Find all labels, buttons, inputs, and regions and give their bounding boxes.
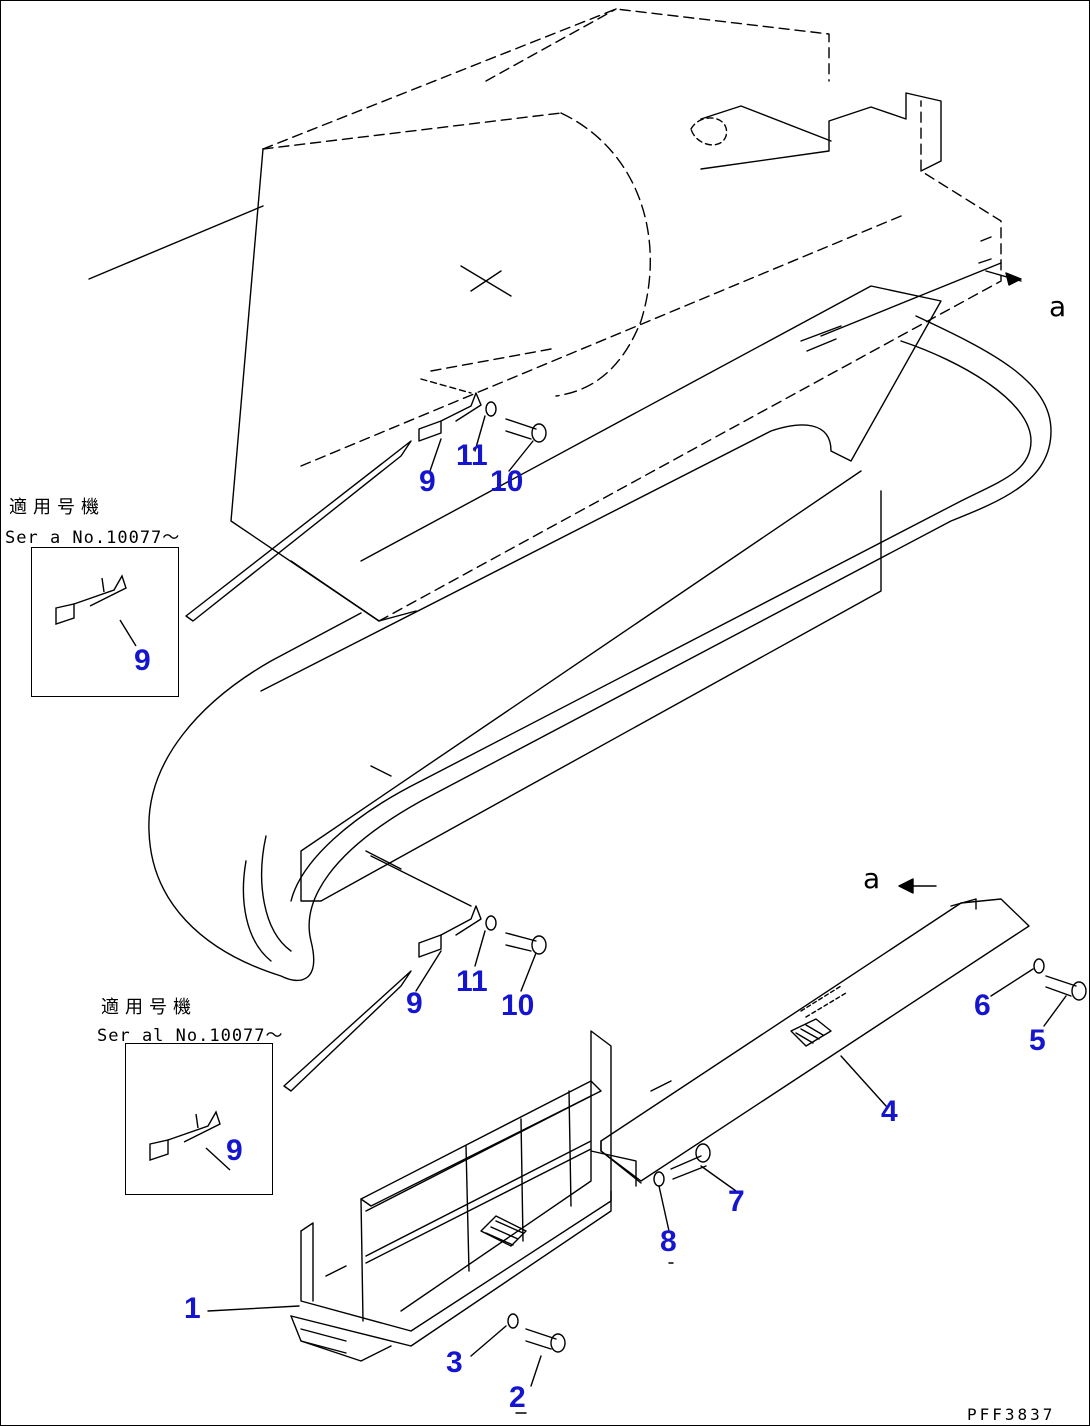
inset-lower-applicable-label: 適用号機 [101,997,197,1018]
callout-1: 1 [184,1292,201,1325]
callout-10-upper: 10 [490,465,524,498]
callout-6: 6 [974,989,991,1022]
bracket-bolt-upper [418,378,547,443]
arrow-a-upper [1005,272,1022,286]
inset-upper-frame: 9 [31,547,179,697]
callout-5: 5 [1029,1024,1046,1057]
bracket-bolt-lower [370,855,547,958]
callout-2: 2 [509,1381,526,1414]
step-ladder [290,1030,637,1362]
callout-leaders [207,270,1067,1387]
reference-marker-a-lower: a [863,862,881,895]
inset-upper-applicable-label: 適用号機 [9,497,105,518]
callout-4: 4 [881,1095,898,1128]
bracket-detail-lower [149,1110,231,1171]
inset-lower-serial-label: Ser al No.10077～ [97,1026,284,1046]
inset-lower-frame: 9 [125,1043,273,1195]
callout-10-lower: 10 [501,989,535,1022]
callout-9-upper: 9 [419,465,436,498]
callout-9-inset-lower: 9 [226,1134,243,1167]
inset-leader-upper [185,440,412,622]
callout-11-upper: 11 [456,439,488,472]
inset-leader-lower [283,970,412,1092]
arrow-a-lower [898,878,914,894]
inset-upper-serial-label: Ser a No.10077～ [5,528,181,548]
callout-3: 3 [446,1346,463,1379]
callout-9-inset-upper: 9 [134,644,151,677]
machine-body [88,8,1002,622]
bracket-detail-upper [55,574,137,647]
callout-7: 7 [728,1185,745,1218]
drawing-number: PFF3837 [967,1405,1056,1424]
callout-9-lower: 9 [406,987,423,1020]
step-rail [600,898,1087,1187]
reference-marker-a-upper: a [1049,290,1067,323]
callout-8: 8 [660,1225,677,1258]
crawler-track [148,262,1052,982]
callout-11-lower: 11 [456,965,488,998]
